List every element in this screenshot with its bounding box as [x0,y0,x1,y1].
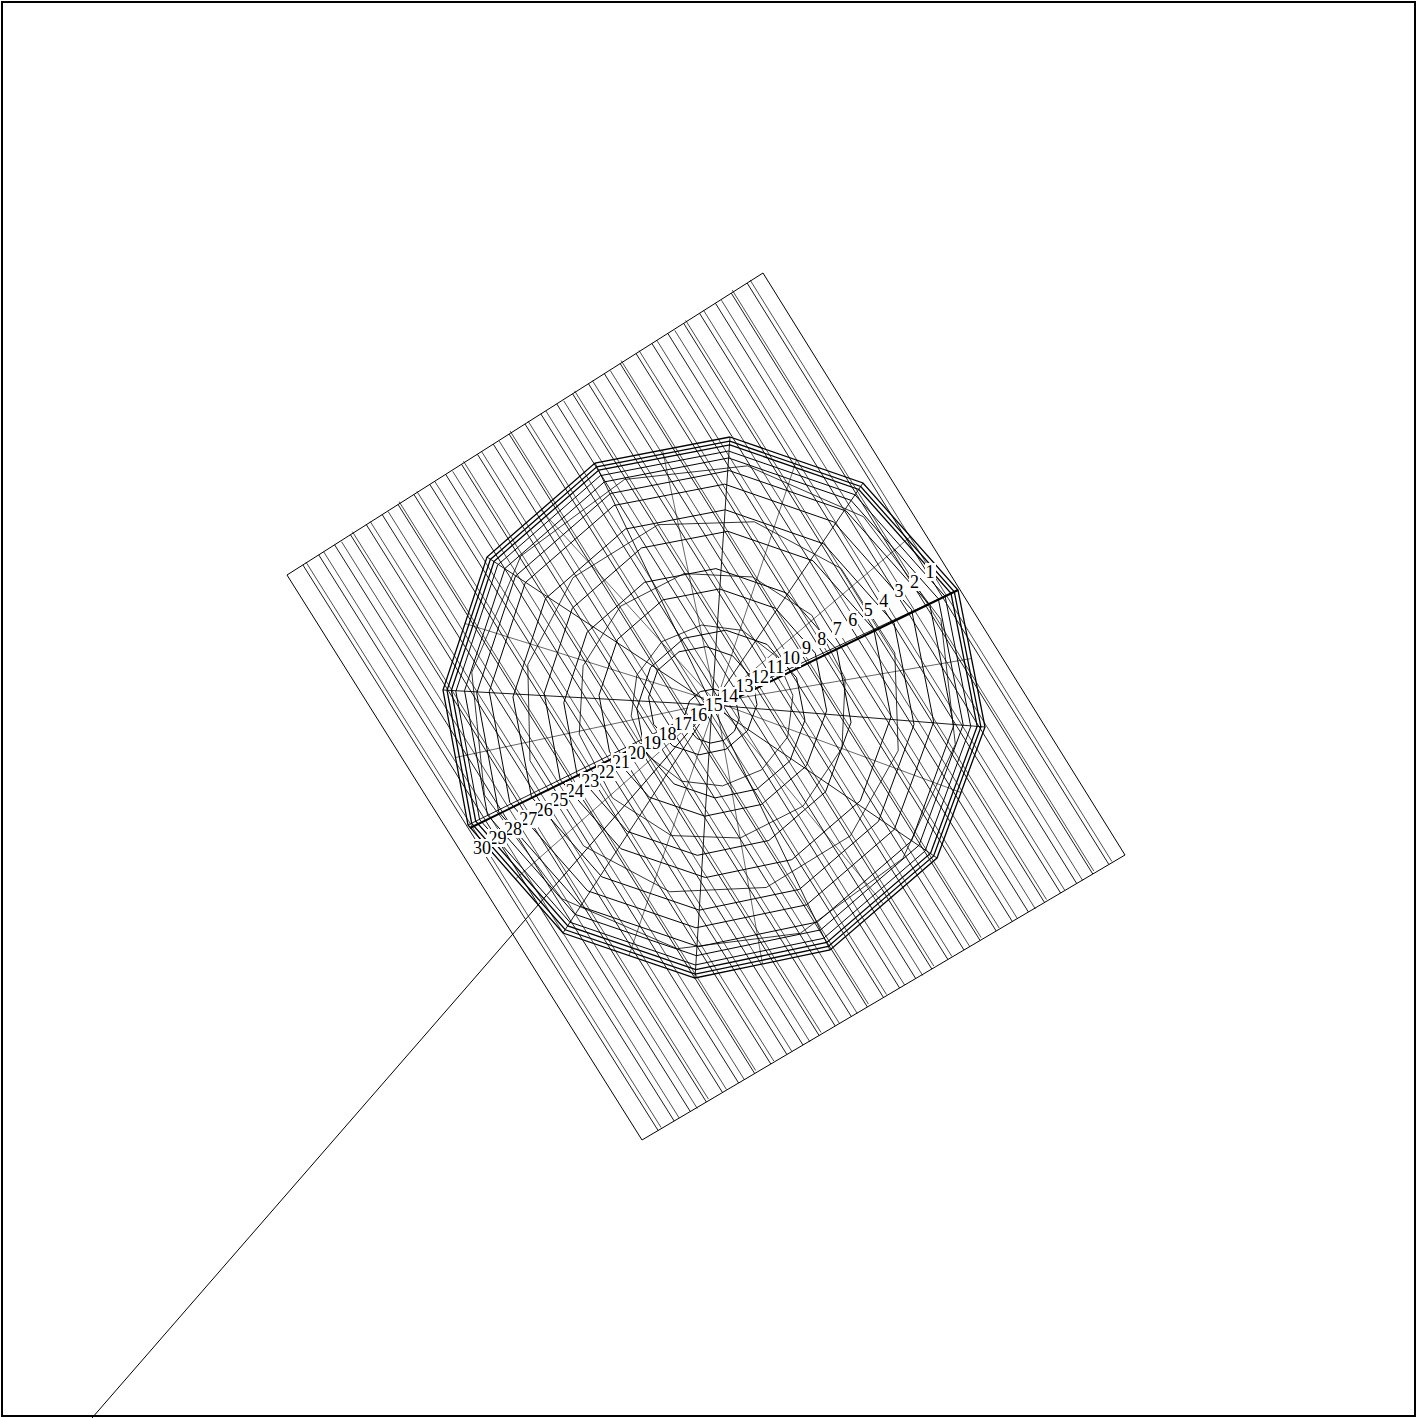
scale-number: 4 [878,592,889,610]
scale-number: 6 [847,611,858,629]
radial-lines [443,437,985,978]
scale-line [470,590,958,828]
scale-number: 8 [816,630,827,648]
scale-number: 9 [801,639,812,657]
scale-number: 5 [863,601,874,619]
scale-number: 30 [472,839,492,857]
polygon-rings [443,437,985,978]
leader-line [92,705,712,1418]
strip-grid [287,273,1125,1140]
scale-number: 7 [832,620,843,638]
scale-number: 3 [894,582,905,600]
scale-number: 1 [925,563,936,581]
scale-number: 2 [909,573,920,591]
